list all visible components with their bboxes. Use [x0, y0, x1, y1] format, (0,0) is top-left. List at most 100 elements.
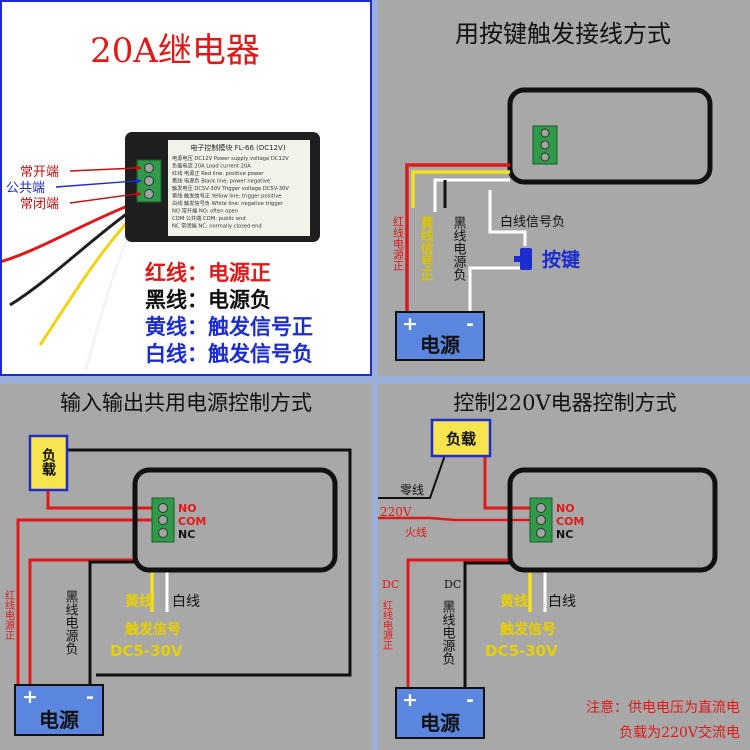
terminal-screw	[536, 528, 546, 538]
panel4-nc-label: NC	[556, 528, 573, 541]
module-spec-rows: 电源电压 DC12V Power supply voltage DC12V负载电…	[172, 154, 289, 230]
panel2-yellow-wire	[411, 170, 510, 208]
panel3-load-box	[28, 434, 69, 492]
push-button-stem	[514, 256, 522, 262]
panel4-black-label: 黑线电源负	[440, 600, 456, 665]
module-spec-row: 电源电压 DC12V Power supply voltage DC12V	[172, 154, 289, 162]
legend-yellow: 黄线：触发信号正	[145, 315, 313, 339]
panel4-black-power-wire	[463, 561, 510, 688]
module-spec-row: 负载电流 20A Load current 20A	[172, 162, 251, 170]
arrow-com	[55, 180, 137, 188]
panel1-border	[0, 0, 372, 376]
panel2-red-label: 红线电源正	[392, 216, 405, 271]
panel3-plus-sign: +	[22, 686, 38, 708]
arrow-nc	[69, 193, 137, 204]
module-spec-row: 黄线 触发信号正 Yellow line: trigger positive	[172, 192, 282, 200]
panel4-neutral-label: 零线	[400, 483, 424, 497]
panel3-trigger-label: 触发信号	[124, 621, 181, 638]
panel3-nc-label: NC	[178, 528, 195, 541]
module-spec-row: COM 公共端 COM: public end	[172, 214, 246, 222]
terminal-screw	[536, 515, 546, 525]
panel4-trigger-label: 触发信号	[499, 621, 556, 638]
panel3-power-label: 电源	[39, 708, 79, 732]
panel4: 控制220V电器控制方式 负载 零线 220V 火线 NO COM NC DC …	[378, 391, 740, 741]
panel3-no-label: NO	[178, 502, 197, 515]
panel2-white-wire-switch	[488, 190, 527, 246]
legend-red: 红线：电源正	[145, 261, 271, 285]
arrow-no	[69, 167, 137, 172]
panel4-power-box	[395, 687, 485, 739]
terminal-screw	[158, 515, 168, 525]
horizontal-divider	[0, 376, 750, 384]
terminal-screw	[540, 140, 550, 150]
panel1-yellow-wire	[38, 212, 137, 346]
module-spec-row: 红线 电源正 Red line: positive power	[172, 169, 264, 177]
panel4-live-label: 火线	[405, 525, 427, 539]
panel3-load-neutral-wire	[67, 448, 352, 677]
terminal-screw	[144, 163, 154, 173]
panel4-note-line1: 注意：供电电压为直流电	[586, 699, 740, 716]
panel1-title: 20A继电器	[90, 31, 260, 71]
panel3-trigger-voltage: DC5-30V	[110, 642, 183, 660]
label-normally-closed: 常闭端	[20, 197, 59, 212]
terminal-screw	[158, 528, 168, 538]
panel2-minus-sign: -	[466, 313, 474, 335]
panel4-dc-left-label: DC	[382, 578, 399, 591]
panel4-com-label: COM	[556, 515, 584, 528]
panel2-title: 用按键触发接线方式	[455, 20, 671, 48]
panel4-minus-sign: -	[466, 689, 474, 711]
panel4-yellow-label: 黄线	[500, 593, 528, 610]
legend-white: 白线：触发信号负	[145, 342, 313, 366]
panel3-red-label: 红线电源正	[3, 589, 15, 640]
panel3-module	[132, 467, 338, 573]
panel2-power-label: 电源	[420, 333, 460, 357]
panel4-load-box	[430, 418, 492, 458]
panel1: 20A继电器 电子控制模块 FL-66 (DC12V) 电源电压 DC12V P…	[0, 31, 320, 373]
panel2-plus-sign: +	[402, 313, 418, 335]
terminal-screw	[158, 503, 168, 513]
module-spec-row: 触发电压 DC5V-30V Trigger voltage DC5V-30V	[172, 184, 289, 192]
panel3-black-power-wire	[88, 560, 135, 685]
panel2: 用按键触发接线方式 红线电源正 黄线信号正 黑线电源负 白线信号负 按键 + -…	[392, 20, 713, 361]
label-normally-open: 常开端	[20, 165, 59, 180]
panel4-load-label: 负载	[446, 430, 476, 448]
panel2-power-box	[395, 311, 485, 361]
module-spec-row: 黑线 电源负 Black line: power negative	[172, 177, 270, 185]
module-spec-row: NO 常开端 NO: often open	[172, 207, 238, 215]
push-button-icon	[520, 248, 532, 270]
panel1-red-wire	[0, 203, 131, 264]
panel3-minus-sign: -	[86, 686, 94, 708]
panel3-com-label: COM	[178, 515, 206, 528]
panel4-white-label: 白线	[548, 594, 576, 610]
panel4-power-label: 电源	[420, 711, 460, 735]
panel2-white-label: 白线信号负	[500, 214, 565, 230]
panel4-neutral-wire	[378, 454, 446, 499]
panel2-red-wire	[405, 163, 510, 312]
terminal-screw	[540, 152, 550, 162]
module-header: 电子控制模块 FL-66 (DC12V)	[190, 143, 285, 152]
panel3-red-power-wire	[28, 558, 135, 685]
panel1-black-wire	[9, 208, 133, 307]
panel4-220v-label: 220V	[380, 505, 412, 519]
button-label: 按键	[542, 248, 580, 271]
panel4-plus-sign: +	[402, 689, 418, 711]
panel3-yellow-label: 黄线	[125, 593, 153, 610]
panel2-black-label: 黑线电源负	[451, 216, 467, 281]
terminal-screw	[144, 176, 154, 186]
panel3-load-no-wire	[46, 490, 155, 510]
panel2-white-wire-top	[433, 178, 510, 212]
panel2-yellow-label: 黄线信号正	[418, 215, 434, 281]
panel4-note-line2: 负载为220V交流电	[619, 724, 740, 741]
vertical-divider	[372, 0, 378, 750]
terminal-screw	[540, 128, 550, 138]
panel3-load-label: 负载	[40, 447, 56, 477]
panel4-no-label: NO	[556, 502, 575, 515]
legend-black: 黑线：电源负	[145, 288, 271, 312]
panel4-title: 控制220V电器控制方式	[453, 391, 676, 415]
terminal-screw	[144, 189, 154, 199]
module-spec-row: 白线 触发信号负 White line: negative trigger	[172, 199, 284, 207]
module-spec-row: NC 常闭端 NC: normally closed end	[172, 222, 262, 230]
panel4-trigger-voltage: DC5-30V	[485, 642, 558, 660]
